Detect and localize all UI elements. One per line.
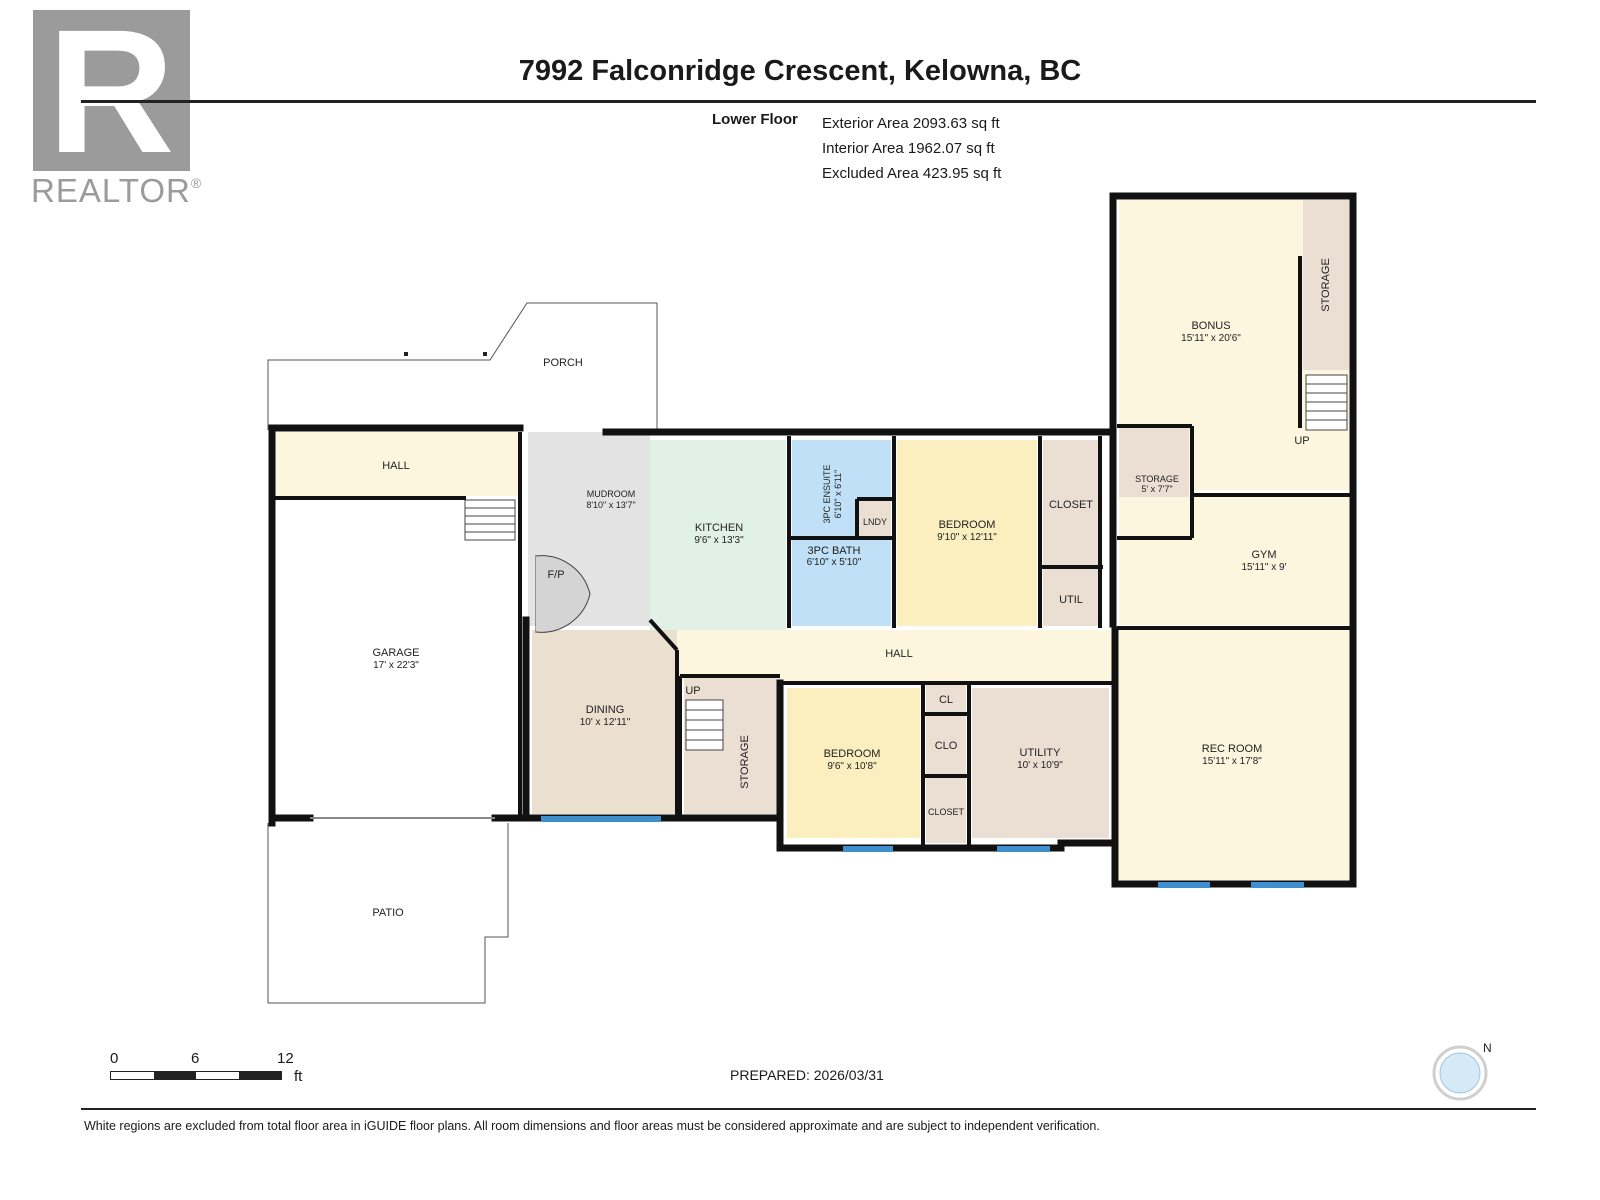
kitchen-label: KITCHEN xyxy=(695,522,743,534)
storage-small-dim: 5' x 7'7" xyxy=(1141,484,1172,494)
closet2-label: CLOSET xyxy=(928,807,965,817)
registered-mark: ® xyxy=(190,175,203,191)
patio-outline xyxy=(267,823,509,1004)
exterior-area: Exterior Area 2093.63 sq ft xyxy=(822,115,1000,132)
closet1-label: CLOSET xyxy=(1049,499,1093,511)
hall-top-fill xyxy=(270,432,518,496)
garage-dim: 17' x 22'3" xyxy=(373,660,419,671)
bath-fill xyxy=(792,540,891,626)
bedroom1-label: BEDROOM xyxy=(939,519,996,531)
gym-dim: 15'11" x 9' xyxy=(1242,562,1287,573)
util-label: UTIL xyxy=(1059,594,1083,606)
dining-dim: 10' x 12'11" xyxy=(580,717,631,728)
rec-room-label: REC ROOM xyxy=(1202,743,1263,755)
bedroom1-fill xyxy=(897,440,1037,626)
fireplace-hearth xyxy=(535,555,591,633)
garage-label: GARAGE xyxy=(372,647,419,659)
interior-area: Interior Area 1962.07 sq ft xyxy=(822,140,995,157)
hall-main-label: HALL xyxy=(885,648,913,660)
rec-room-fill xyxy=(1115,630,1349,880)
ensuite-dim: 6'10" x 6'11" xyxy=(833,470,843,519)
utility-label: UTILITY xyxy=(1020,747,1062,759)
bonus-label: BONUS xyxy=(1191,320,1230,332)
bonus-storage-fill xyxy=(1303,200,1349,370)
windows xyxy=(541,816,1304,888)
utility-dim: 10' x 10'9" xyxy=(1017,760,1063,771)
realtor-r-mark: R xyxy=(47,0,174,190)
laundry-fill xyxy=(859,501,891,536)
closets-fill xyxy=(926,683,966,843)
scale-tick-12: 12 xyxy=(277,1050,294,1067)
realtor-wordmark: REALTOR® xyxy=(31,172,202,210)
scale-unit: ft xyxy=(294,1068,303,1085)
fireplace-label: F/P xyxy=(547,569,564,581)
floor-label: Lower Floor xyxy=(712,111,798,128)
util-fill xyxy=(1043,569,1100,626)
up2-label: UP xyxy=(685,685,700,697)
dining-fill xyxy=(532,630,677,814)
patio-label: PATIO xyxy=(372,907,404,919)
realtor-logo: R xyxy=(33,0,190,190)
storage-stair-label: STORAGE xyxy=(739,735,751,789)
hall-top-label: HALL xyxy=(382,460,410,472)
bonus-storage-label: STORAGE xyxy=(1320,258,1332,312)
laundry-label: LNDY xyxy=(863,517,887,527)
garage-stairs xyxy=(464,499,516,541)
closet1-fill xyxy=(1043,440,1100,565)
bonus-stairs xyxy=(1305,374,1348,431)
dining-label: DINING xyxy=(586,704,625,716)
interior-walls xyxy=(272,256,1351,848)
scale-tick-0: 0 xyxy=(110,1050,119,1067)
scale-tick-6: 6 xyxy=(191,1050,200,1067)
mudroom-dim: 8'10" x 13'7" xyxy=(586,500,635,510)
realtor-logo-letter: R xyxy=(47,10,174,171)
footer-rule xyxy=(81,1108,1536,1110)
bedroom2-dim: 9'6" x 10'8" xyxy=(827,761,877,772)
cl-label: CL xyxy=(939,694,953,706)
ensuite-label: 3PC ENSUITE xyxy=(822,464,832,523)
bedroom2-fill xyxy=(787,688,920,838)
gym-label: GYM xyxy=(1251,549,1276,561)
porch-outline xyxy=(267,302,658,432)
kitchen-fill xyxy=(650,440,786,630)
hall-stairs xyxy=(685,699,724,751)
rec-room-dim: 15'11" x 17'8" xyxy=(1202,756,1262,767)
up1-label: UP xyxy=(1294,435,1309,447)
gym-fill xyxy=(1119,497,1349,625)
bedroom2-label: BEDROOM xyxy=(824,748,881,760)
realtor-word: REALTOR xyxy=(31,172,191,209)
scale-segments xyxy=(110,1071,282,1080)
bath-dim: 6'10" x 5'10" xyxy=(807,557,862,568)
header-rule xyxy=(81,100,1536,103)
clo-label: CLO xyxy=(935,740,958,752)
kitchen-dim: 9'6" x 13'3" xyxy=(694,535,744,546)
compass-north-letter: N xyxy=(1483,1041,1492,1055)
garage-fill xyxy=(274,500,514,818)
porch-label: PORCH xyxy=(543,357,583,369)
bonus-dim: 15'11" x 20'6" xyxy=(1181,333,1241,344)
bath-label: 3PC BATH xyxy=(808,545,861,557)
property-address-title: 7992 Falconridge Crescent, Kelowna, BC xyxy=(518,55,1082,87)
disclaimer: White regions are excluded from total fl… xyxy=(84,1119,1100,1133)
area-summary: Exterior Area 2093.63 sq ft Interior Are… xyxy=(822,111,1001,186)
excluded-area: Excluded Area 423.95 sq ft xyxy=(822,165,1002,182)
utility-fill xyxy=(972,688,1109,838)
porch-post xyxy=(483,352,487,356)
porch-post xyxy=(404,352,408,356)
prepared-date: PREPARED: 2026/03/31 xyxy=(730,1067,884,1083)
bedroom1-dim: 9'10" x 12'11" xyxy=(937,532,997,543)
mudroom-label: MUDROOM xyxy=(587,489,636,499)
storage-small-label: STORAGE xyxy=(1135,474,1179,484)
north-compass-icon: N xyxy=(1432,1041,1492,1101)
